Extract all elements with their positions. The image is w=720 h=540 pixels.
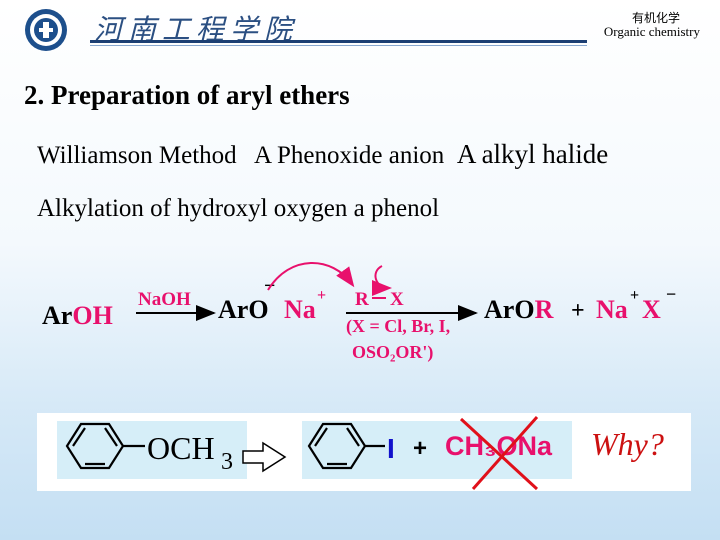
retrosynthesis-arrow (242, 441, 287, 473)
cross-line-2 (471, 416, 539, 490)
header-rule-thin (90, 45, 587, 46)
sodium-methoxide: CH₃ONa (445, 431, 553, 461)
header-rule (90, 40, 587, 43)
product-aryl-ether: ArOR (484, 295, 554, 324)
reactant-alkyl-halide: A alkyl halide (456, 139, 609, 169)
phenoxide-intermediate: ArO (218, 295, 269, 324)
slide-title: 2. Preparation of aryl ethers (24, 80, 350, 110)
reagent-naoh: NaOH (138, 289, 191, 310)
methoxy-group: OCH (147, 430, 215, 466)
salt-halide: X (642, 295, 661, 324)
why-question: Why? (591, 426, 664, 462)
benzene-ring-1 (65, 422, 145, 470)
alkyl-x: X (390, 289, 404, 310)
sodium-charge: + (317, 287, 326, 304)
alkylation-line: Alkylation of hydroxyl oxygen a phenol (37, 195, 440, 222)
reaction-scheme: ArOH NaOH ArO − Na + R X (X = Cl, Br, I,… (42, 262, 676, 363)
benzene-ring-2 (307, 422, 385, 470)
methoxy-subscript: 3 (221, 449, 233, 475)
sodium-cation: Na (284, 295, 316, 324)
alkyl-r: R (355, 289, 369, 310)
salt-halide-charge: − (666, 284, 676, 304)
salt-sodium: Na (596, 295, 628, 324)
school-logo (25, 9, 67, 51)
cross-line-1 (459, 417, 539, 491)
starting-phenol: ArOH (42, 301, 113, 330)
example-scheme: OCH 3 I + CH₃ONa Why? (57, 416, 664, 491)
plus-sign: + (571, 298, 585, 324)
example-plus: + (413, 435, 427, 462)
highlight-box-1 (57, 421, 247, 479)
course-name-en: Organic chemistry (603, 24, 700, 39)
method-line: Williamson Method A Phenoxide anion A al… (37, 139, 608, 170)
condition-line-2: OSO₂OR') (352, 342, 433, 363)
method-name: Williamson Method (37, 142, 237, 169)
reactant-phenoxide: A Phenoxide anion (254, 142, 445, 169)
course-name-cn: 有机化学 (631, 11, 680, 25)
curved-arrow-leaving (371, 265, 392, 296)
condition-line-1: (X = Cl, Br, I, (346, 316, 450, 337)
curved-arrow-attack (267, 262, 355, 291)
iodine-substituent: I (387, 433, 395, 464)
highlight-box-2 (302, 421, 572, 479)
salt-sodium-charge: + (630, 287, 639, 304)
